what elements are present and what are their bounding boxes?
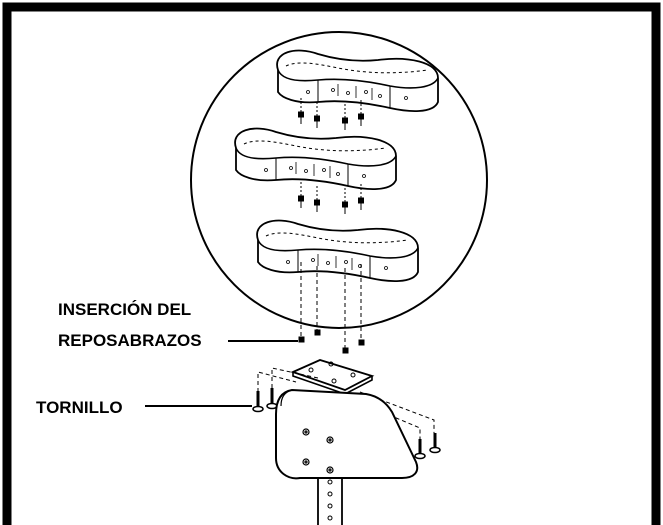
screw-left-1 bbox=[252, 391, 264, 413]
screw-label: TORNILLO bbox=[36, 398, 123, 417]
screw-right-2 bbox=[429, 433, 441, 454]
screw-right-1 bbox=[414, 439, 426, 460]
mounting-plate bbox=[290, 359, 375, 395]
armrest-insert-label-line2: REPOSABRAZOS bbox=[58, 331, 202, 350]
screw-alignment-lines bbox=[257, 367, 435, 440]
armrest-bracket-panel bbox=[275, 388, 419, 480]
alignment-lines bbox=[300, 262, 362, 350]
armrest-inserts bbox=[298, 329, 365, 354]
armrest-insert-label-line1: INSERCIÓN DEL bbox=[58, 300, 192, 319]
screw-left-2 bbox=[266, 388, 278, 410]
